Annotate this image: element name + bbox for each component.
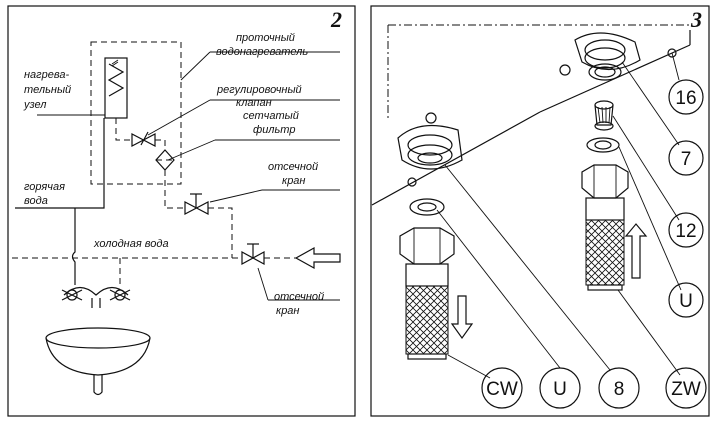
hot-outlet-fitting xyxy=(559,32,677,81)
label-shutoff-top-2: кран xyxy=(282,175,305,187)
label-valve-1: регулировочный xyxy=(216,84,302,96)
svg-text:U: U xyxy=(553,379,567,400)
callout-u-right: U xyxy=(668,282,704,318)
hose-zw xyxy=(581,164,629,291)
svg-text:16: 16 xyxy=(675,88,696,109)
label-heating-unit-2: тельный xyxy=(24,84,71,96)
regulating-valve-icon xyxy=(131,133,156,147)
label-shutoff-bottom-2: кран xyxy=(276,305,299,317)
callout-7: 7 xyxy=(668,140,704,176)
label-shutoff-bottom-1: отсечной xyxy=(274,291,324,303)
callout-12: 12 xyxy=(668,212,704,248)
inflow-arrow-icon xyxy=(294,246,341,270)
label-heater-1: проточный xyxy=(236,32,295,44)
callout-16: 16 xyxy=(668,79,704,115)
svg-text:U: U xyxy=(679,291,693,312)
panel-3-frame xyxy=(370,5,710,417)
label-valve-2: клапан xyxy=(236,97,272,109)
label-cold-water: холодная вода xyxy=(93,238,169,250)
heater-box xyxy=(90,41,182,185)
down-arrow-icon xyxy=(450,295,474,340)
label-shutoff-top-1: отсечной xyxy=(268,161,318,173)
callout-8: 8 xyxy=(598,367,640,409)
mesh-filter-part xyxy=(594,100,614,131)
label-heating-unit-3: узел xyxy=(23,99,46,111)
shutoff-valve-top-icon xyxy=(184,201,209,215)
panel-2-frame xyxy=(7,5,356,417)
label-hot-water-1: горячая xyxy=(24,181,65,193)
svg-text:ZW: ZW xyxy=(671,379,701,400)
label-filter-1: сетчатый xyxy=(243,110,299,122)
panel-3: 3 xyxy=(370,5,710,417)
svg-text:12: 12 xyxy=(675,221,696,242)
label-hot-water-2: вода xyxy=(24,195,48,207)
faucet-icon xyxy=(61,286,131,308)
svg-text:7: 7 xyxy=(681,149,692,170)
heating-coil-icon xyxy=(107,63,125,97)
cold-inlet-fitting xyxy=(397,112,463,187)
callout-u-left: U xyxy=(539,367,581,409)
label-heater-2: водонагреватель xyxy=(216,46,308,58)
label-heating-unit-1: нагрева- xyxy=(24,69,69,81)
panel-2: 2 xyxy=(7,5,356,417)
up-arrow-icon xyxy=(624,223,648,279)
label-filter-2: фильтр xyxy=(253,124,295,136)
callout-zw: ZW xyxy=(665,367,707,409)
panel-2-number: 2 xyxy=(330,7,342,32)
washer-left xyxy=(409,198,445,216)
wash-basin-icon xyxy=(45,327,151,396)
washer-right xyxy=(586,137,620,153)
svg-text:CW: CW xyxy=(486,379,518,400)
svg-text:8: 8 xyxy=(614,379,625,400)
hose-cw xyxy=(399,227,455,360)
shutoff-valve-bottom-icon xyxy=(241,250,265,266)
panel-3-number: 3 xyxy=(690,7,702,32)
callout-cw: CW xyxy=(481,367,523,409)
